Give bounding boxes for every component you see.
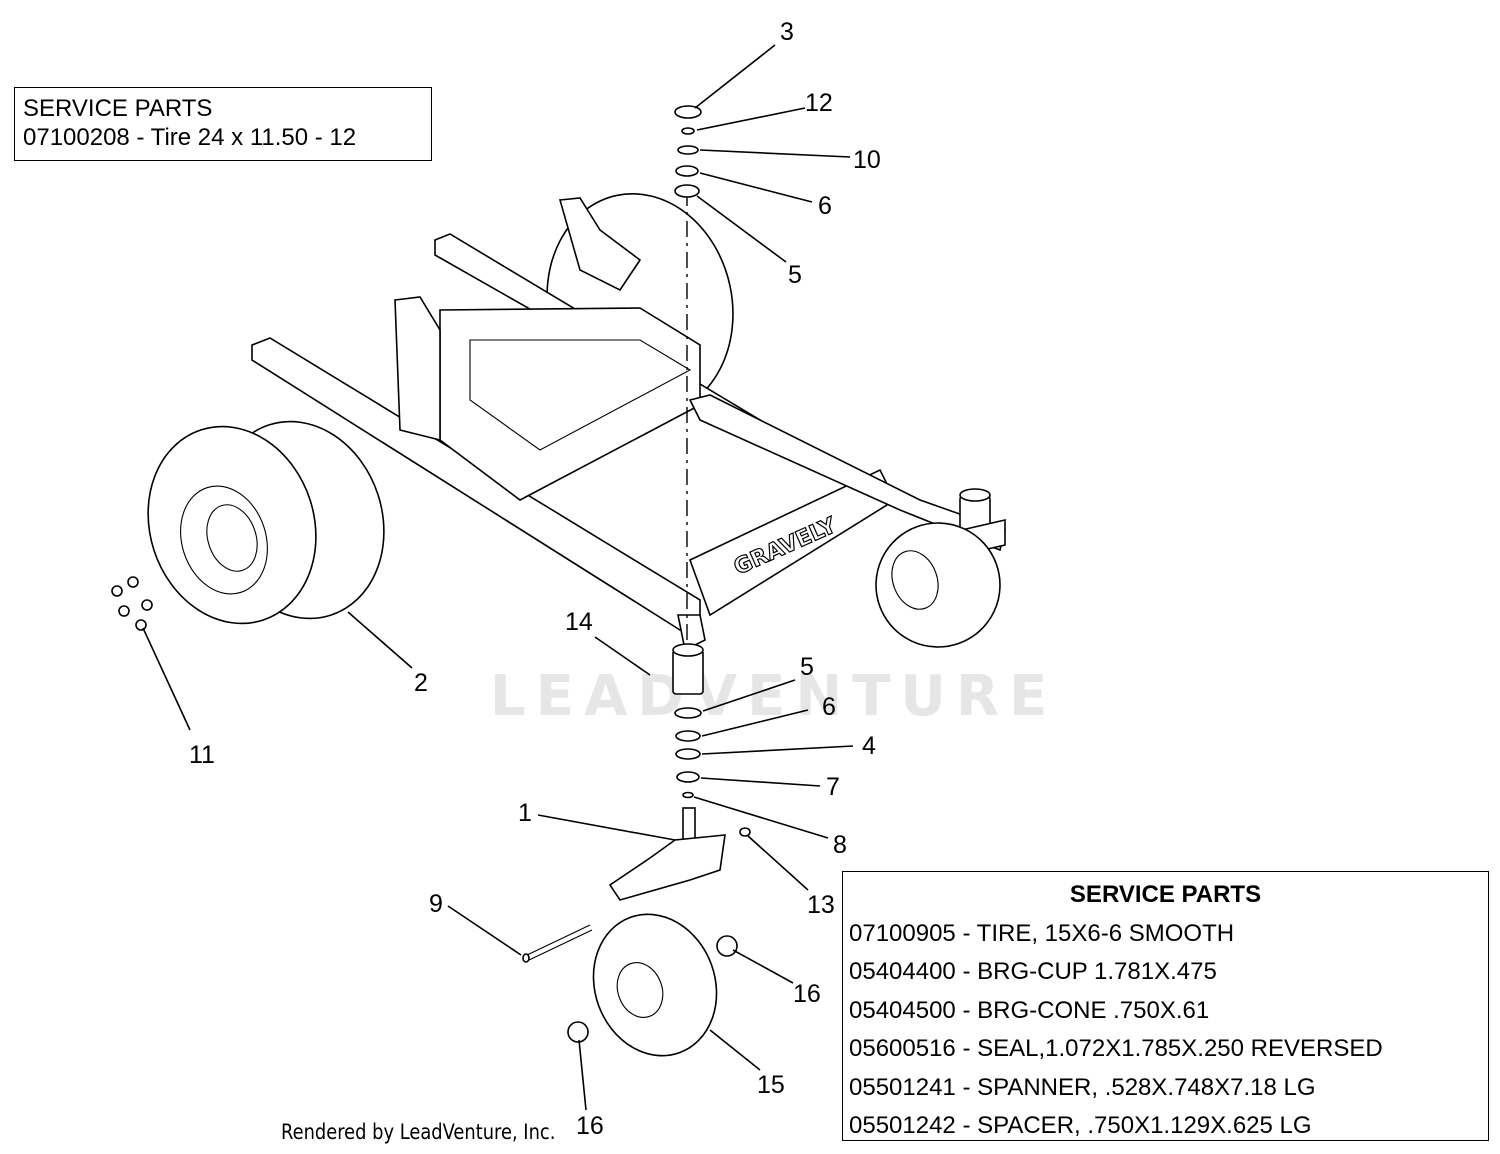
callout-4: 4	[862, 732, 876, 760]
service-box-title: SERVICE PARTS	[1069, 881, 1262, 908]
callout-6-lower: 6	[822, 693, 836, 721]
tire-service-parts-box: SERVICE PARTS 07100208 - Tire 24 x 11.50…	[14, 87, 432, 161]
axle-bolt	[522, 924, 593, 963]
callout-10: 10	[853, 146, 881, 174]
tire-box-title: SERVICE PARTS	[23, 95, 213, 122]
callout-labels: 3 12 10 6 5 14 5 6 4 7 8 1 13 9 16 16 15…	[189, 18, 881, 1140]
service-part-row: 05404500 - BRG-CONE .750X.61	[849, 996, 1210, 1024]
callout-5-upper: 5	[788, 261, 802, 289]
callout-1: 1	[518, 799, 532, 827]
tire-box-line: 07100208 - Tire 24 x 11.50 - 12	[23, 124, 357, 151]
service-part-row: 05501242 - SPACER, .750X1.129X.625 LG	[849, 1112, 1312, 1139]
callout-7: 7	[826, 773, 840, 801]
callout-6-upper: 6	[818, 192, 832, 220]
render-credit: Rendered by LeadVenture, Inc.	[281, 1120, 556, 1144]
watermark-text: LEADVENTURE	[490, 664, 1057, 729]
rear-tire-assembly	[147, 420, 385, 625]
front-caster-tire	[567, 913, 738, 1057]
caster-fork	[608, 807, 751, 901]
callout-16-right: 16	[793, 980, 821, 1008]
upper-bearing-stack	[674, 105, 702, 198]
callout-3: 3	[780, 18, 794, 46]
service-part-row: 05600516 - SEAL,1.072X1.785X.250 REVERSE…	[849, 1035, 1383, 1062]
callout-16-left: 16	[576, 1112, 604, 1140]
callout-15: 15	[757, 1071, 785, 1099]
leader-lines	[142, 44, 854, 1111]
caster-service-parts-box: SERVICE PARTS 07100905 - TIRE, 15X6-6 SM…	[842, 871, 1489, 1141]
callout-9: 9	[429, 890, 443, 918]
front-right-caster-tire	[875, 522, 1001, 648]
callout-5-lower: 5	[800, 653, 814, 681]
service-part-row: 07100905 - TIRE, 15X6-6 SMOOTH	[849, 919, 1235, 947]
callout-13: 13	[807, 891, 835, 919]
callout-2: 2	[414, 669, 428, 697]
lug-nuts	[111, 576, 153, 631]
lower-bearing-stack	[672, 643, 704, 799]
service-part-row: 05501241 - SPANNER, .528X.748X7.18 LG	[849, 1073, 1316, 1101]
callout-14: 14	[565, 608, 593, 636]
mower-frame: GRAVELY	[251, 197, 1006, 652]
callout-12: 12	[805, 89, 833, 117]
callout-11: 11	[189, 741, 215, 769]
service-part-row: 05404400 - BRG-CUP 1.781X.475	[849, 958, 1217, 985]
callout-8: 8	[833, 831, 847, 859]
